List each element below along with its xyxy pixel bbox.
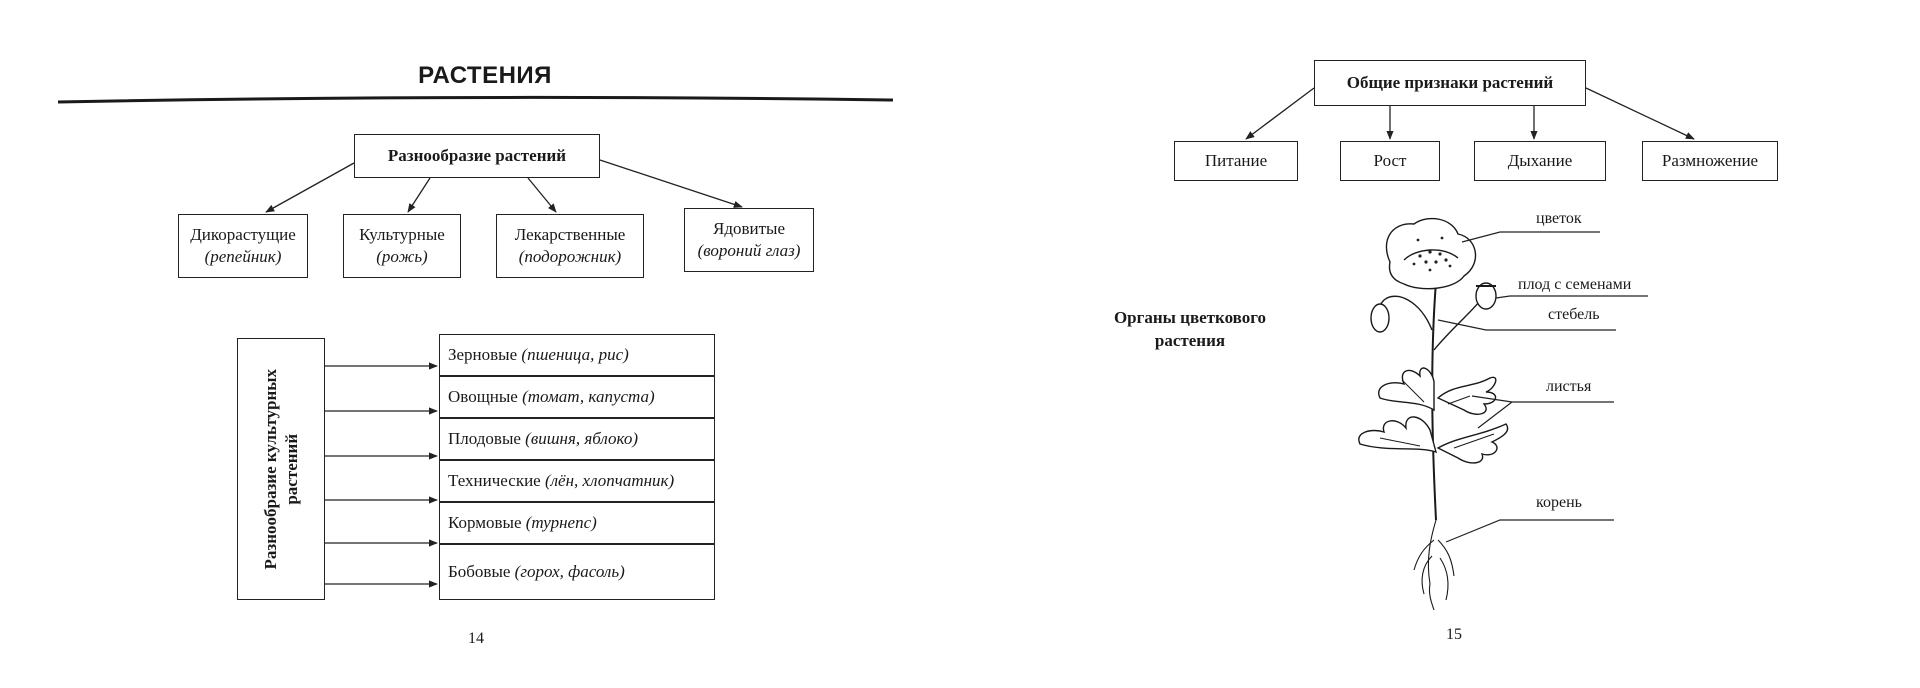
features-arrows: [1245, 87, 1695, 140]
category-poisonous-box: Ядовитые (вороний глаз): [684, 208, 814, 272]
cultivated-arrows: [325, 362, 438, 588]
label-root: корень: [1536, 494, 1582, 511]
cultivated-row-legume: Бобовые (горох, фасоль): [439, 544, 715, 600]
cultivated-row-grain: Зерновые (пшеница, рис): [439, 334, 715, 376]
label-leaves: листья: [1546, 378, 1592, 395]
cultivated-row-fruit: Плодовые (вишня, яблоко): [439, 418, 715, 460]
category-medicinal-name: Лекарственные: [514, 224, 626, 244]
title-rule: [57, 95, 894, 104]
organs-title: Органы цветкового растения: [1113, 308, 1267, 350]
category-medicinal-example: (подорожник): [518, 247, 622, 266]
cultivated-row-fodder: Кормовые (турнепс): [439, 502, 715, 544]
category-wild-name: Дикорастущие: [190, 224, 296, 244]
label-stem: стебель: [1548, 306, 1600, 323]
diversity-arrows: [265, 159, 743, 213]
diversity-root-box: Разнообразие растений: [354, 134, 600, 178]
flower-icon: [1385, 217, 1477, 290]
feature-growth-box: Рост: [1340, 141, 1440, 181]
category-medicinal-box: Лекарственные (подорожник): [496, 214, 644, 278]
seed-capsule-icon: [1475, 282, 1497, 310]
category-poisonous-example: (вороний глаз): [697, 241, 801, 260]
cultivated-diversity-box: Разнообразие культурных растений: [237, 338, 325, 600]
feature-respiration-box: Дыхание: [1474, 141, 1606, 181]
plant-leader-lines: [1437, 231, 1648, 543]
category-cultivated-example: (рожь): [376, 247, 428, 266]
category-wild-example: (репейник): [204, 247, 282, 266]
page-number-left: 14: [468, 630, 484, 647]
leaves-icon: [1358, 367, 1509, 464]
category-cultivated-name: Культурные: [359, 224, 445, 244]
cultivated-row-vegetable: Овощные (томат, капуста): [439, 376, 715, 418]
label-fruit: плод с семенами: [1518, 276, 1632, 293]
cultivated-row-industrial: Технические (лён, хлопчатник): [439, 460, 715, 502]
features-root-label: Общие признаки растений: [1346, 72, 1554, 92]
root-icon: [1413, 519, 1455, 611]
page-number-right: 15: [1446, 626, 1462, 643]
feature-nutrition-box: Питание: [1174, 141, 1298, 181]
feature-reproduction-box: Размножение: [1642, 141, 1778, 181]
plant-drawing: [1358, 217, 1509, 611]
diversity-root-label: Разнообразие растений: [387, 145, 567, 165]
category-cultivated-box: Культурные (рожь): [343, 214, 461, 278]
page-title: РАСТЕНИЯ: [418, 62, 552, 89]
category-wild-box: Дикорастущие (репейник): [178, 214, 308, 278]
features-root-box: Общие признаки растений: [1314, 60, 1586, 106]
label-flower: цветок: [1536, 210, 1582, 227]
bud-icon: [1370, 303, 1390, 333]
category-poisonous-name: Ядовитые: [712, 218, 785, 238]
